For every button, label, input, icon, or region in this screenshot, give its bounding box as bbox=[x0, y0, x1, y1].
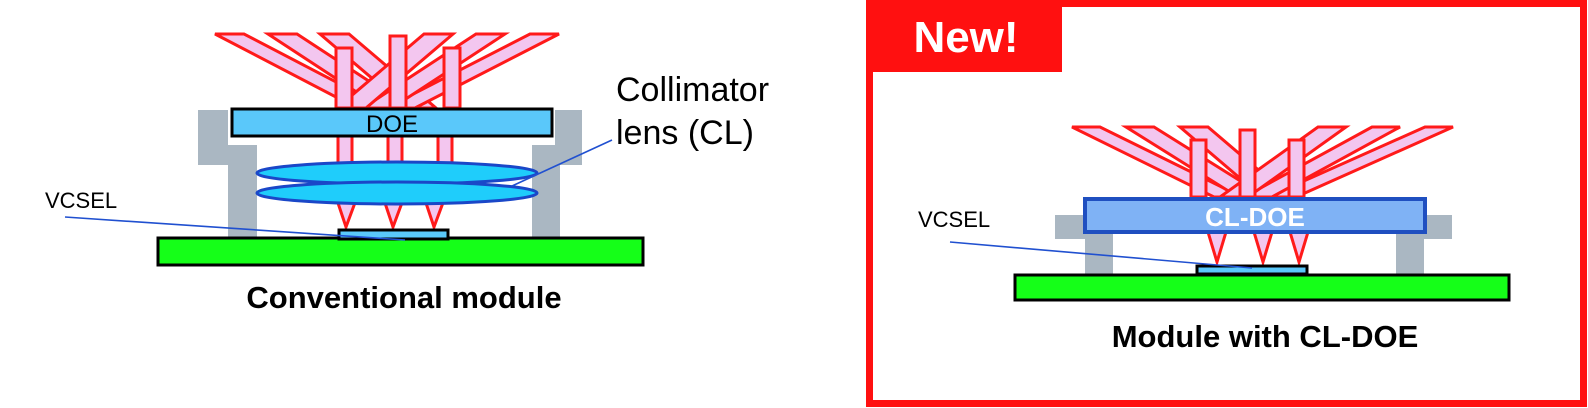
cldoe-diffracted-beams bbox=[1071, 125, 1454, 199]
doe-plate: DOE bbox=[230, 107, 554, 138]
vcsel-label-right: VCSEL bbox=[918, 207, 990, 232]
cldoe-support-right bbox=[1396, 215, 1452, 276]
lens-holder-left bbox=[198, 110, 257, 237]
vcsel-label-left: VCSEL bbox=[45, 188, 117, 213]
vcsel-leader-line bbox=[64, 216, 406, 241]
collimator-lens bbox=[255, 160, 539, 206]
cldoe-module-caption: Module with CL-DOE bbox=[1112, 319, 1419, 354]
vcsel-chip-new bbox=[1195, 264, 1309, 276]
vcsel-chip bbox=[337, 228, 450, 241]
diffracted-beams bbox=[214, 32, 560, 110]
vcsel-leader-line-new bbox=[949, 241, 1253, 269]
cldoe-element: CL-DOE bbox=[1083, 197, 1427, 234]
new-badge-text: New! bbox=[913, 13, 1018, 62]
highlight-frame bbox=[866, 0, 1587, 407]
doe-label: DOE bbox=[366, 111, 418, 138]
new-badge bbox=[866, 0, 1062, 72]
cldoe-emission-cones bbox=[1205, 230, 1311, 268]
conventional-module-caption: Conventional module bbox=[246, 280, 561, 315]
collimator-label-line1: Collimator bbox=[616, 71, 769, 109]
cldoe-label: CL-DOE bbox=[1205, 202, 1305, 232]
new-module-panel: New! C bbox=[866, 0, 1587, 407]
conventional-module: DOE VCSEL Collimator lens (CL) Conventio… bbox=[45, 32, 769, 315]
collimator-leader-line bbox=[511, 139, 613, 187]
circuit-board-new bbox=[1013, 273, 1511, 302]
collimator-label-line2: lens (CL) bbox=[616, 114, 754, 152]
circuit-board bbox=[156, 236, 645, 267]
